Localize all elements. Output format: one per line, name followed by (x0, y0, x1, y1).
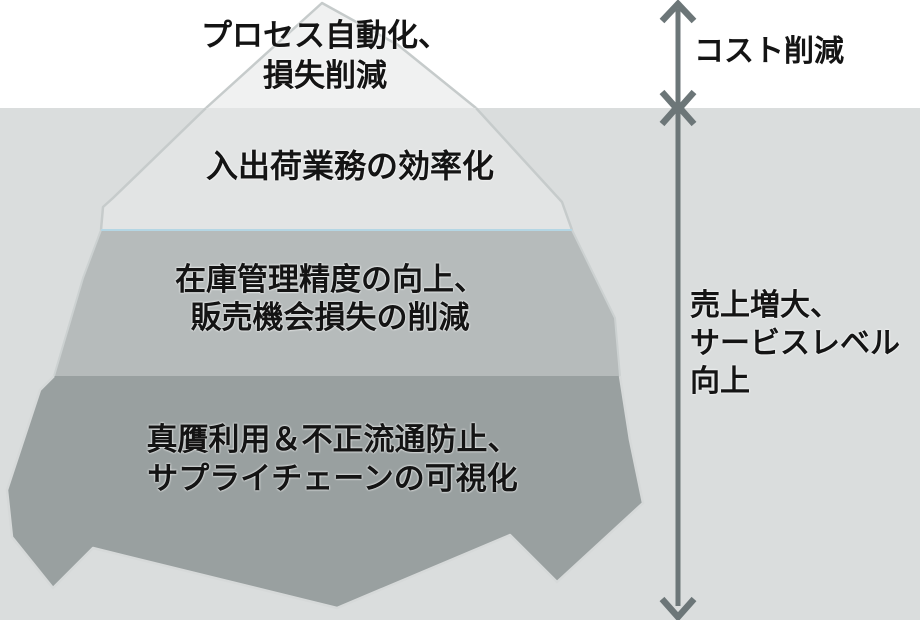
below-water-arrow (659, 101, 697, 620)
iceberg-layer2-right-outline (475, 107, 574, 231)
iceberg-layer3-left-outline (53, 229, 102, 377)
arrowhead-up-icon (659, 0, 697, 24)
layer-authenticity-label: 真贋利用＆不正流通防止、 サプライチェーンの可視化 (90, 421, 575, 499)
iceberg-tip-outline (205, 1, 477, 109)
cost-reduction-label: コスト削減 (694, 34, 844, 69)
iceberg-layer2-shape (101, 108, 572, 230)
arrowhead-down-icon (659, 596, 697, 620)
layer-shipping-label: 入出荷業務の効率化 (120, 147, 580, 185)
layer-authenticity-label-line2: サプライチェーンの可視化 (147, 461, 518, 497)
layer-authenticity-label-line1: 真贋利用＆不正流通防止、 (146, 422, 519, 458)
layer-inventory-label: 在庫管理精度の向上、 販売機会損失の削減 (105, 261, 555, 337)
layer-inventory-label-line2: 販売機会損失の削減 (190, 300, 470, 336)
layer-shipping-label-line1: 入出荷業務の効率化 (205, 147, 494, 185)
tip-label-line2: 損失削減 (263, 58, 387, 94)
sales-increase-label-line1: 売上増大、 (690, 288, 840, 323)
tip-label-line1: プロセス自動化、 (201, 18, 449, 54)
arrowhead-up-icon (659, 101, 697, 127)
iceberg-layer3-shape (54, 230, 620, 376)
sales-increase-label-line3: 向上 (690, 364, 750, 399)
layer-inventory-label-line1: 在庫管理精度の向上、 (175, 262, 485, 298)
iceberg-layer4-outline (5, 375, 645, 610)
iceberg-tip-label: プロセス自動化、 損失削減 (140, 16, 510, 96)
sales-increase-label: 売上増大、 サービスレベル 向上 (690, 287, 900, 401)
sales-increase-label-line2: サービスレベル (690, 326, 900, 361)
iceberg-tip-shape (206, 3, 476, 108)
iceberg-layer2-left-outline (99, 107, 207, 231)
iceberg-layer4-shape (7, 376, 643, 608)
sky-area (0, 0, 920, 108)
iceberg-layer3-right-outline (571, 229, 621, 377)
